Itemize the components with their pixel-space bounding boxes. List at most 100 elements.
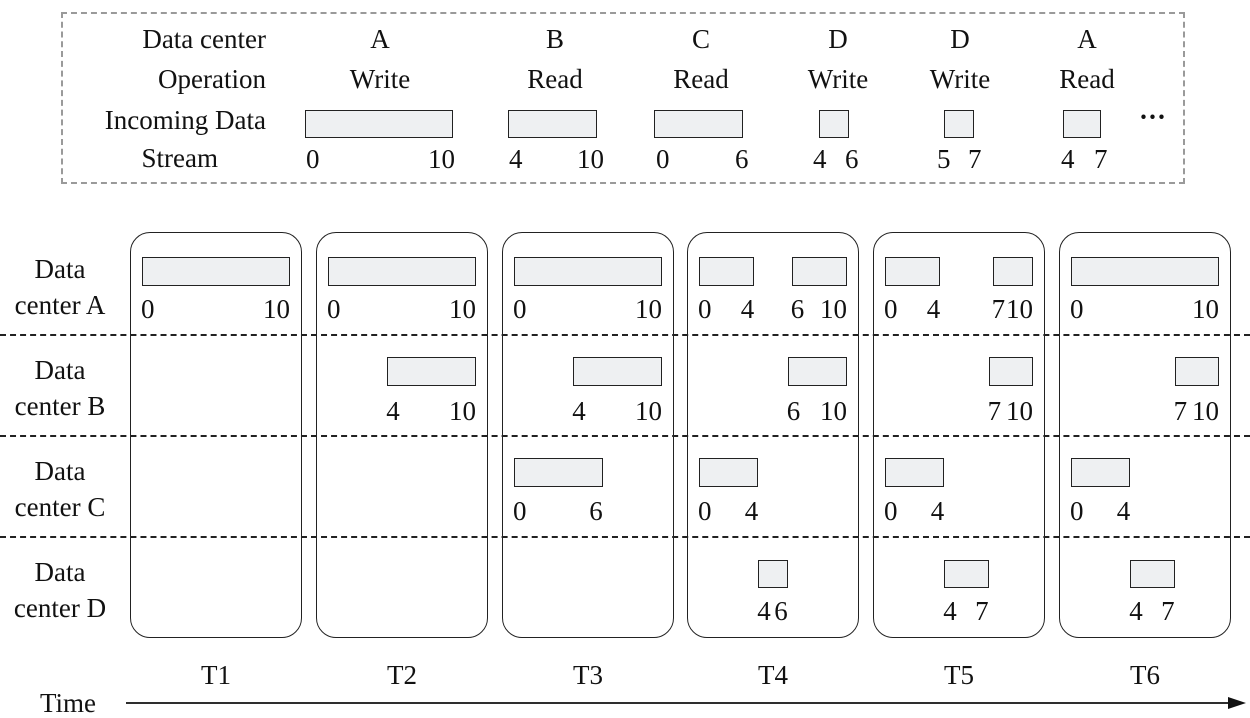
segment-bar-t5-r3-s0 xyxy=(944,560,989,588)
segment-start-t3-r1-s0: 4 xyxy=(572,396,586,426)
segment-end-t6-r0-s0: 10 xyxy=(1192,294,1219,324)
segment-bar-t3-r2-s0 xyxy=(514,458,603,487)
header-label-operation: Operation xyxy=(158,64,266,94)
segment-start-t6-r0-s0: 0 xyxy=(1070,294,1084,324)
segment-bar-t4-r2-s0 xyxy=(699,458,759,487)
header-op-0: Write xyxy=(349,64,411,94)
row-divider xyxy=(0,435,1250,437)
segment-start-t2-r1-s0: 4 xyxy=(386,396,400,426)
header-dc-3: D xyxy=(828,24,848,54)
row-divider xyxy=(0,334,1250,336)
header-stream-start-2: 0 xyxy=(656,144,670,174)
segment-start-t5-r0-s1: 7 xyxy=(991,294,1006,324)
segment-end-t5-r0-s1: 10 xyxy=(1006,294,1033,324)
header-dc-4: D xyxy=(950,24,970,54)
header-stream-end-3: 6 xyxy=(845,144,859,174)
segment-end-t5-r2-s0: 4 xyxy=(930,496,945,526)
header-dc-5: A xyxy=(1077,24,1097,54)
header-op-3: Write xyxy=(807,64,869,94)
header-stream-bar-2 xyxy=(654,110,743,138)
segment-start-t4-r1-s0: 6 xyxy=(786,396,801,426)
timestep-panel-4 xyxy=(687,232,859,638)
segment-end-t4-r2-s0: 4 xyxy=(744,496,759,526)
segment-end-t4-r3-s0: 6 xyxy=(774,596,788,626)
segment-end-t6-r1-s0: 10 xyxy=(1192,396,1219,426)
segment-bar-t5-r0-s0 xyxy=(885,257,941,286)
header-dc-2: C xyxy=(691,24,710,54)
segment-start-t5-r2-s0: 0 xyxy=(884,496,898,526)
segment-start-t1-r0-s0: 0 xyxy=(141,294,155,324)
segment-start-t3-r0-s0: 0 xyxy=(513,294,527,324)
timestep-label-2: T2 xyxy=(387,660,417,690)
segment-end-t5-r3-s0: 7 xyxy=(975,596,989,626)
segment-start-t4-r0-s0: 0 xyxy=(698,294,712,324)
header-stream-start-4: 5 xyxy=(937,144,951,174)
segment-start-t4-r0-s1: 6 xyxy=(790,294,805,324)
row-label-dc-d-line2: center D xyxy=(13,593,107,623)
segment-bar-t5-r0-s1 xyxy=(992,257,1033,286)
segment-start-t5-r0-s0: 0 xyxy=(884,294,898,324)
segment-bar-t3-r1-s0 xyxy=(573,357,662,386)
segment-bar-t2-r0-s0 xyxy=(328,257,476,286)
segment-end-t4-r0-s1: 10 xyxy=(820,294,847,324)
row-label-dc-d-line1: Data xyxy=(34,557,86,587)
segment-bar-t4-r1-s0 xyxy=(787,357,847,386)
segment-bar-t4-r0-s1 xyxy=(791,257,847,286)
header-stream-end-5: 7 xyxy=(1094,144,1108,174)
header-stream-end-0: 10 xyxy=(428,144,455,174)
timestep-label-4: T4 xyxy=(758,660,788,690)
header-stream-start-5: 4 xyxy=(1061,144,1075,174)
header-label-stream: Stream xyxy=(141,143,218,173)
timestep-panel-5 xyxy=(873,232,1045,638)
segment-bar-t4-r0-s0 xyxy=(699,257,755,286)
segment-start-t6-r1-s0: 7 xyxy=(1173,396,1188,426)
header-stream-bar-1 xyxy=(508,110,597,138)
timestep-panel-1 xyxy=(130,232,302,638)
row-label-dc-c-line2: center C xyxy=(14,492,106,522)
segment-bar-t5-r2-s0 xyxy=(885,458,945,487)
header-stream-bar-0 xyxy=(305,110,453,138)
segment-end-t1-r0-s0: 10 xyxy=(263,294,290,324)
segment-bar-t2-r1-s0 xyxy=(387,357,476,386)
header-label-incoming-data: Incoming Data xyxy=(104,105,266,135)
header-stream-bar-4 xyxy=(944,110,974,138)
header-op-2: Read xyxy=(673,64,729,94)
header-dc-0: A xyxy=(370,24,390,54)
header-stream-end-1: 10 xyxy=(577,144,604,174)
timestep-panel-3 xyxy=(502,232,674,638)
segment-bar-t6-r1-s0 xyxy=(1174,357,1219,386)
segment-end-t2-r1-s0: 10 xyxy=(449,396,476,426)
segment-bar-t1-r0-s0 xyxy=(142,257,290,286)
segment-end-t4-r0-s0: 4 xyxy=(740,294,755,324)
header-stream-end-4: 7 xyxy=(968,144,982,174)
segment-end-t3-r2-s0: 6 xyxy=(589,496,603,526)
segment-end-t3-r0-s0: 10 xyxy=(635,294,662,324)
timestep-label-1: T1 xyxy=(201,660,231,690)
segment-start-t5-r3-s0: 4 xyxy=(943,596,957,626)
row-label-dc-c-line1: Data xyxy=(34,456,86,486)
segment-start-t4-r3-s0: 4 xyxy=(757,596,771,626)
header-dc-1: B xyxy=(545,24,564,54)
more-ellipsis: ··· xyxy=(1139,102,1167,132)
timestep-label-6: T6 xyxy=(1130,660,1160,690)
header-stream-end-2: 6 xyxy=(735,144,749,174)
time-axis-label: Time xyxy=(40,688,97,718)
segment-end-t4-r1-s0: 10 xyxy=(820,396,847,426)
segment-bar-t5-r1-s0 xyxy=(988,357,1033,386)
header-op-1: Read xyxy=(527,64,583,94)
row-label-dc-a-line2: center A xyxy=(14,290,106,320)
incoming-stream-box xyxy=(61,12,1185,184)
segment-bar-t3-r0-s0 xyxy=(514,257,662,286)
header-stream-bar-3 xyxy=(819,110,849,138)
header-stream-start-1: 4 xyxy=(509,144,523,174)
header-stream-start-0: 0 xyxy=(306,144,320,174)
segment-bar-t6-r0-s0 xyxy=(1071,257,1219,286)
segment-end-t3-r1-s0: 10 xyxy=(635,396,662,426)
segment-start-t6-r3-s0: 4 xyxy=(1129,596,1143,626)
segment-start-t2-r0-s0: 0 xyxy=(327,294,341,324)
row-divider xyxy=(0,536,1250,538)
timestep-label-5: T5 xyxy=(944,660,974,690)
segment-start-t6-r2-s0: 0 xyxy=(1070,496,1084,526)
header-op-4: Write xyxy=(929,64,991,94)
timestep-label-3: T3 xyxy=(573,660,603,690)
